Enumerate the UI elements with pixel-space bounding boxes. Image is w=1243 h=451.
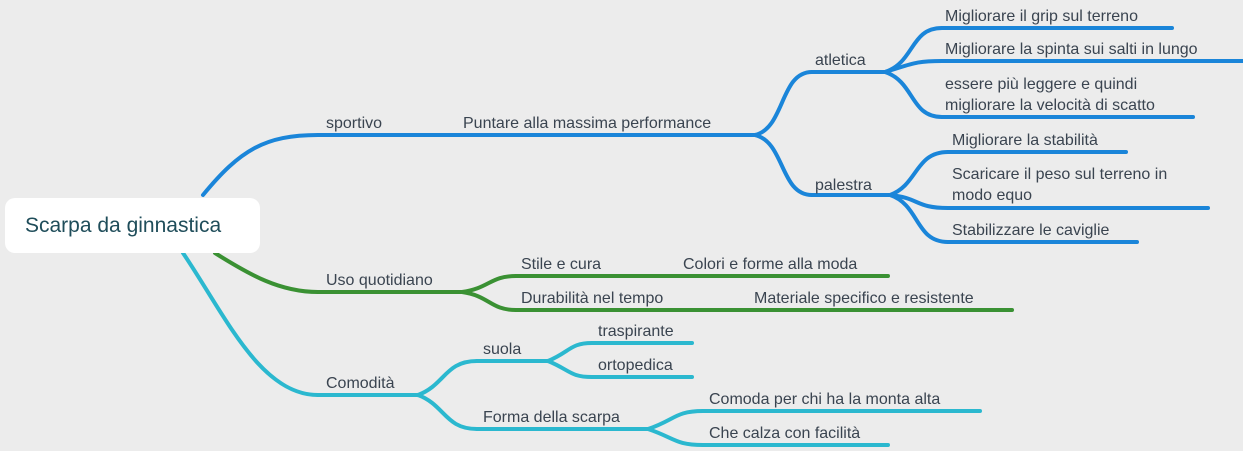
node-peso-line2[interactable]: modo equo — [952, 187, 1033, 204]
node-stabilita[interactable]: Migliorare la stabilità — [952, 132, 1098, 149]
node-peso-line1[interactable]: Scaricare il peso sul terreno in — [952, 166, 1168, 183]
edge-root-comodita — [181, 251, 320, 397]
node-spinta[interactable]: Migliorare la spinta sui salti in lungo — [945, 41, 1198, 58]
edge-comodita-suola — [416, 359, 479, 397]
node-comodita[interactable]: Comodità — [326, 375, 395, 392]
edge-atletica-spinta — [883, 59, 944, 74]
edge-root-uso — [213, 251, 320, 294]
node-stile[interactable]: Stile e cura — [521, 256, 602, 273]
edge-root-sportivo — [201, 133, 320, 197]
node-suola[interactable]: suola — [483, 341, 522, 358]
edge-performance-palestra — [753, 133, 814, 197]
edge-atletica-leggere — [883, 70, 944, 119]
root-node[interactable]: Scarpa da ginnastica — [5, 198, 260, 253]
edge-forma-comoda — [646, 409, 705, 431]
node-sportivo[interactable]: sportivo — [326, 115, 383, 132]
node-calza[interactable]: Che calza con facilità — [709, 425, 861, 442]
node-grip[interactable]: Migliorare il grip sul terreno — [945, 8, 1138, 25]
edge-palestra-caviglie — [888, 193, 950, 244]
node-materiale[interactable]: Materiale specifico e resistente — [754, 290, 974, 307]
edge-suola-ortopedica — [546, 359, 594, 379]
node-durabilita[interactable]: Durabilità nel tempo — [521, 290, 664, 307]
edge-performance-atletica — [753, 70, 814, 137]
node-leggere-line2[interactable]: migliorare la velocità di scatto — [945, 97, 1155, 114]
node-caviglie[interactable]: Stabilizzare le caviglie — [952, 222, 1110, 239]
node-uso-quotidiano[interactable]: Uso quotidiano — [326, 272, 433, 289]
edge-uso-durabilita — [460, 290, 518, 312]
edge-uso-stile — [460, 274, 518, 294]
node-forma[interactable]: Forma della scarpa — [483, 409, 620, 426]
node-comoda[interactable]: Comoda per chi ha la monta alta — [709, 391, 941, 408]
edge-palestra-stabilita — [888, 150, 950, 197]
node-atletica[interactable]: atletica — [815, 52, 866, 69]
edge-suola-traspirante — [546, 341, 594, 363]
edge-comodita-forma — [416, 393, 479, 431]
node-palestra[interactable]: palestra — [815, 177, 872, 194]
edge-palestra-peso — [888, 193, 950, 210]
node-performance[interactable]: Puntare alla massima performance — [463, 115, 712, 132]
edge-forma-calza — [646, 427, 705, 447]
node-colori[interactable]: Colori e forme alla moda — [683, 256, 858, 273]
node-leggere-line1[interactable]: essere più leggere e quindi — [945, 76, 1138, 93]
node-ortopedica[interactable]: ortopedica — [598, 357, 673, 374]
node-traspirante[interactable]: traspirante — [598, 323, 674, 340]
